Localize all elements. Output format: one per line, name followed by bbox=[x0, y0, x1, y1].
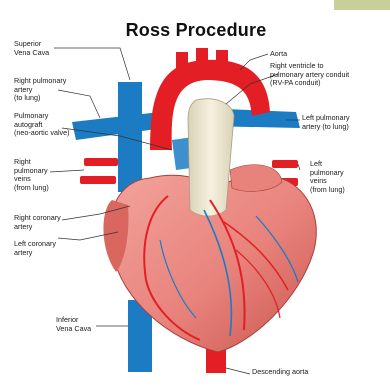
label-superior-vena-cava: Superior Vena Cava bbox=[14, 40, 49, 57]
right-pulmonary-vein-lower bbox=[80, 176, 116, 184]
left-atrium bbox=[230, 165, 282, 192]
label-inferior-vena-cava: Inferior Vena Cava bbox=[56, 316, 91, 333]
label-pulmonary-autograft: Pulmonary autograft (neo-aortic valve) bbox=[14, 112, 70, 138]
superior-vena-cava-vessel bbox=[118, 82, 142, 192]
right-pulmonary-vein-upper bbox=[84, 158, 118, 166]
label-descending-aorta: Descending aorta bbox=[252, 368, 308, 377]
label-left-pulmonary-artery: Left pulmonary artery (to lung) bbox=[302, 114, 350, 131]
label-left-coronary-artery: Left coronary artery bbox=[14, 240, 56, 257]
label-left-pulmonary-veins: Left pulmonary veins (from lung) bbox=[310, 160, 345, 194]
label-right-pulmonary-veins: Right pulmonary veins (from lung) bbox=[14, 158, 49, 192]
label-right-pulmonary-artery: Right pulmonary artery (to lung) bbox=[14, 77, 66, 103]
left-pulmonary-vein-upper bbox=[272, 160, 298, 168]
rv-pa-conduit bbox=[188, 99, 234, 216]
arch-branch-2 bbox=[196, 48, 208, 68]
label-aorta: Aorta bbox=[270, 50, 287, 59]
arch-branch-3 bbox=[216, 50, 228, 70]
label-rv-pa-conduit: Right ventricle to pulmonary artery cond… bbox=[270, 62, 349, 88]
diagram-title: Ross Procedure bbox=[96, 20, 296, 41]
label-right-coronary-artery: Right coronary artery bbox=[14, 214, 61, 231]
arch-branch-1 bbox=[176, 52, 188, 72]
